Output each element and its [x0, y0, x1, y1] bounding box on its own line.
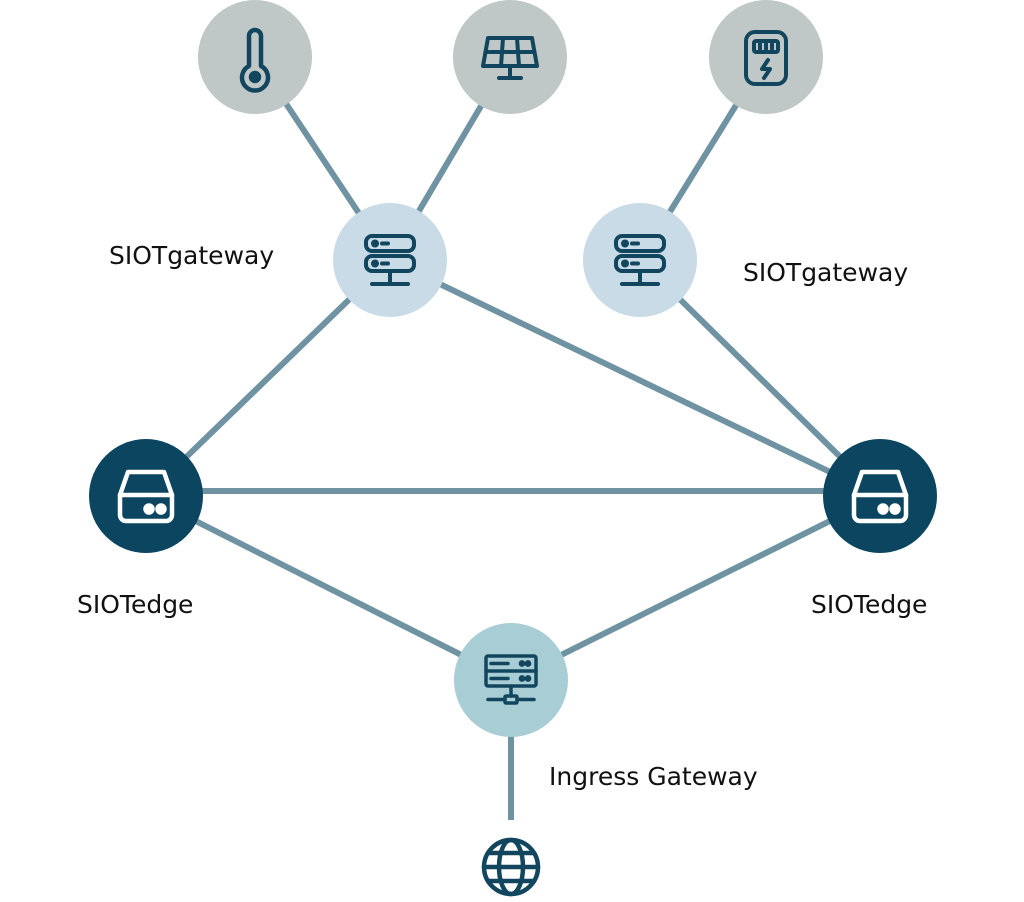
network-server-icon — [484, 654, 538, 705]
power-meter-icon — [744, 30, 788, 86]
link-gateway-left-edge-right — [388, 257, 882, 499]
gateway-node-right — [583, 203, 697, 317]
sensor-node-thermometer — [198, 0, 312, 114]
gateway-node-left — [333, 203, 447, 317]
sensor-node-solar — [453, 0, 567, 114]
sensor-node-meter — [709, 0, 823, 114]
edge-label-left: SIOTedge — [77, 590, 194, 619]
globe-icon — [481, 837, 541, 897]
solar-panel-icon — [481, 36, 539, 80]
edge-node-right — [823, 439, 937, 553]
edge-node-left — [89, 439, 203, 553]
edge-device-icon — [851, 469, 909, 524]
gateway-label-right: SIOTgateway — [743, 258, 909, 287]
link-edge-left-ingress — [144, 493, 513, 683]
server-stack-icon — [614, 234, 666, 286]
ingress-gateway-label: Ingress Gateway — [549, 762, 758, 791]
server-stack-icon — [364, 234, 416, 286]
ingress-gateway-node — [454, 623, 568, 737]
thermometer-icon — [239, 27, 271, 93]
gateway-label-left: SIOTgateway — [109, 241, 275, 270]
edge-device-icon — [117, 469, 175, 524]
edge-label-right: SIOTedge — [811, 590, 928, 619]
link-edge-right-ingress — [509, 493, 882, 683]
